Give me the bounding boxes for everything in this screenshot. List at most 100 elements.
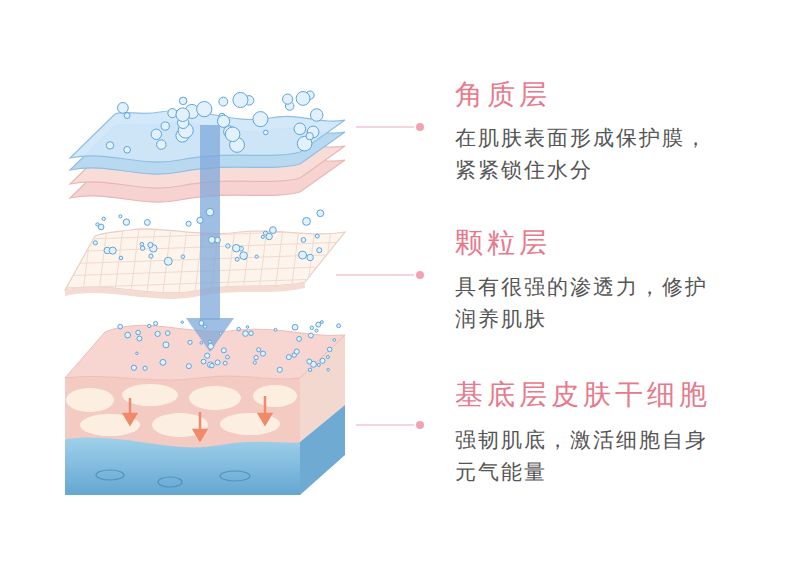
grid-line <box>50 220 60 300</box>
water-bubble <box>317 363 320 366</box>
water-bubble <box>270 227 277 234</box>
water-bubble <box>148 324 151 327</box>
water-bubble <box>235 257 239 261</box>
water-bubble <box>205 353 210 358</box>
water-bubble <box>307 254 313 260</box>
water-bubble <box>206 208 214 216</box>
water-bubble <box>233 92 248 107</box>
water-bubble <box>144 220 150 226</box>
water-bubble <box>253 112 268 127</box>
layer-description: 强韧肌底，激活细胞自身元气能量 <box>455 424 717 488</box>
water-bubble <box>249 331 253 335</box>
water-bubble <box>136 330 141 335</box>
blue-cell <box>96 470 124 480</box>
layer-description: 在肌肤表面形成保护膜，紧紧锁住水分 <box>455 122 717 186</box>
water-bubble <box>102 217 105 220</box>
water-bubble <box>303 217 311 225</box>
water-bubble <box>219 332 222 335</box>
flow-arrow <box>186 125 234 352</box>
water-bubble <box>208 362 214 368</box>
water-bubble <box>168 109 177 118</box>
water-bubble <box>320 358 325 363</box>
water-bubble <box>309 333 314 338</box>
blue-cell <box>158 477 182 487</box>
water-bubble <box>219 97 228 106</box>
water-bubble <box>106 142 113 149</box>
water-bubble <box>123 219 129 225</box>
water-bubble <box>208 236 215 243</box>
arrow-head <box>124 414 136 424</box>
water-bubble <box>140 246 144 250</box>
water-bubble <box>255 255 258 258</box>
arrow-head <box>259 414 271 424</box>
sheet-edge <box>65 282 305 299</box>
water-bubble <box>292 324 298 330</box>
water-bubble <box>326 355 329 358</box>
water-bubble <box>151 129 161 139</box>
water-bubble <box>315 234 319 238</box>
leader-dot <box>416 421 424 429</box>
water-bubble <box>215 360 220 365</box>
water-bubble <box>217 115 229 127</box>
water-bubble <box>240 252 248 260</box>
water-bubble <box>119 256 123 260</box>
water-bubble <box>181 255 185 259</box>
water-bubble <box>316 322 321 327</box>
water-bubble <box>125 332 131 338</box>
leader-line <box>356 424 414 426</box>
grid-line <box>306 220 316 300</box>
arrow-head <box>194 430 206 440</box>
water-bubble <box>260 351 265 356</box>
water-bubble <box>263 231 267 235</box>
water-bubble <box>131 365 136 370</box>
water-bubble <box>315 329 318 332</box>
water-bubble <box>317 248 322 253</box>
water-bubble <box>164 257 172 265</box>
water-bubble <box>118 102 129 113</box>
water-bubble <box>308 368 311 371</box>
cell <box>220 413 280 435</box>
water-bubble <box>301 238 306 243</box>
water-bubble <box>201 359 206 364</box>
layer-title: 角质层 <box>455 73 551 117</box>
water-bubble <box>143 366 147 370</box>
water-bubble <box>263 130 268 135</box>
leader-dot <box>416 271 424 279</box>
water-bubble <box>232 244 239 251</box>
water-bubble <box>274 328 277 331</box>
basal-block <box>60 325 345 500</box>
water-bubble <box>186 364 191 369</box>
water-bubble <box>221 348 226 353</box>
water-bubble <box>98 224 104 230</box>
water-bubble <box>246 326 249 329</box>
arrow-head <box>186 318 234 352</box>
water-bubble <box>199 321 204 326</box>
water-bubble <box>118 324 123 329</box>
block-side-blue <box>300 405 345 495</box>
water-bubble <box>210 363 214 367</box>
water-bubble <box>294 349 299 354</box>
water-bubble <box>257 348 261 352</box>
leaders <box>336 123 424 429</box>
water-bubbles <box>93 91 340 372</box>
water-bubble <box>243 331 249 337</box>
water-bubble <box>297 336 302 341</box>
water-bubble <box>223 361 227 365</box>
water-bubble <box>197 217 203 223</box>
water-bubble <box>124 113 130 119</box>
water-bubble <box>136 352 138 354</box>
water-bubble <box>306 132 313 139</box>
water-bubble <box>226 355 230 359</box>
cell <box>80 414 140 436</box>
water-bubble <box>93 241 97 245</box>
layer-description: 具有很强的渗透力，修护润养肌肤 <box>455 271 717 335</box>
water-bubble <box>163 342 169 348</box>
leader-line <box>336 274 414 276</box>
water-bubble <box>203 325 206 328</box>
water-bubble <box>197 101 212 116</box>
water-bubble <box>188 340 192 344</box>
water-bubble <box>296 92 310 106</box>
water-bubble <box>283 94 293 104</box>
grid-line <box>130 220 140 300</box>
